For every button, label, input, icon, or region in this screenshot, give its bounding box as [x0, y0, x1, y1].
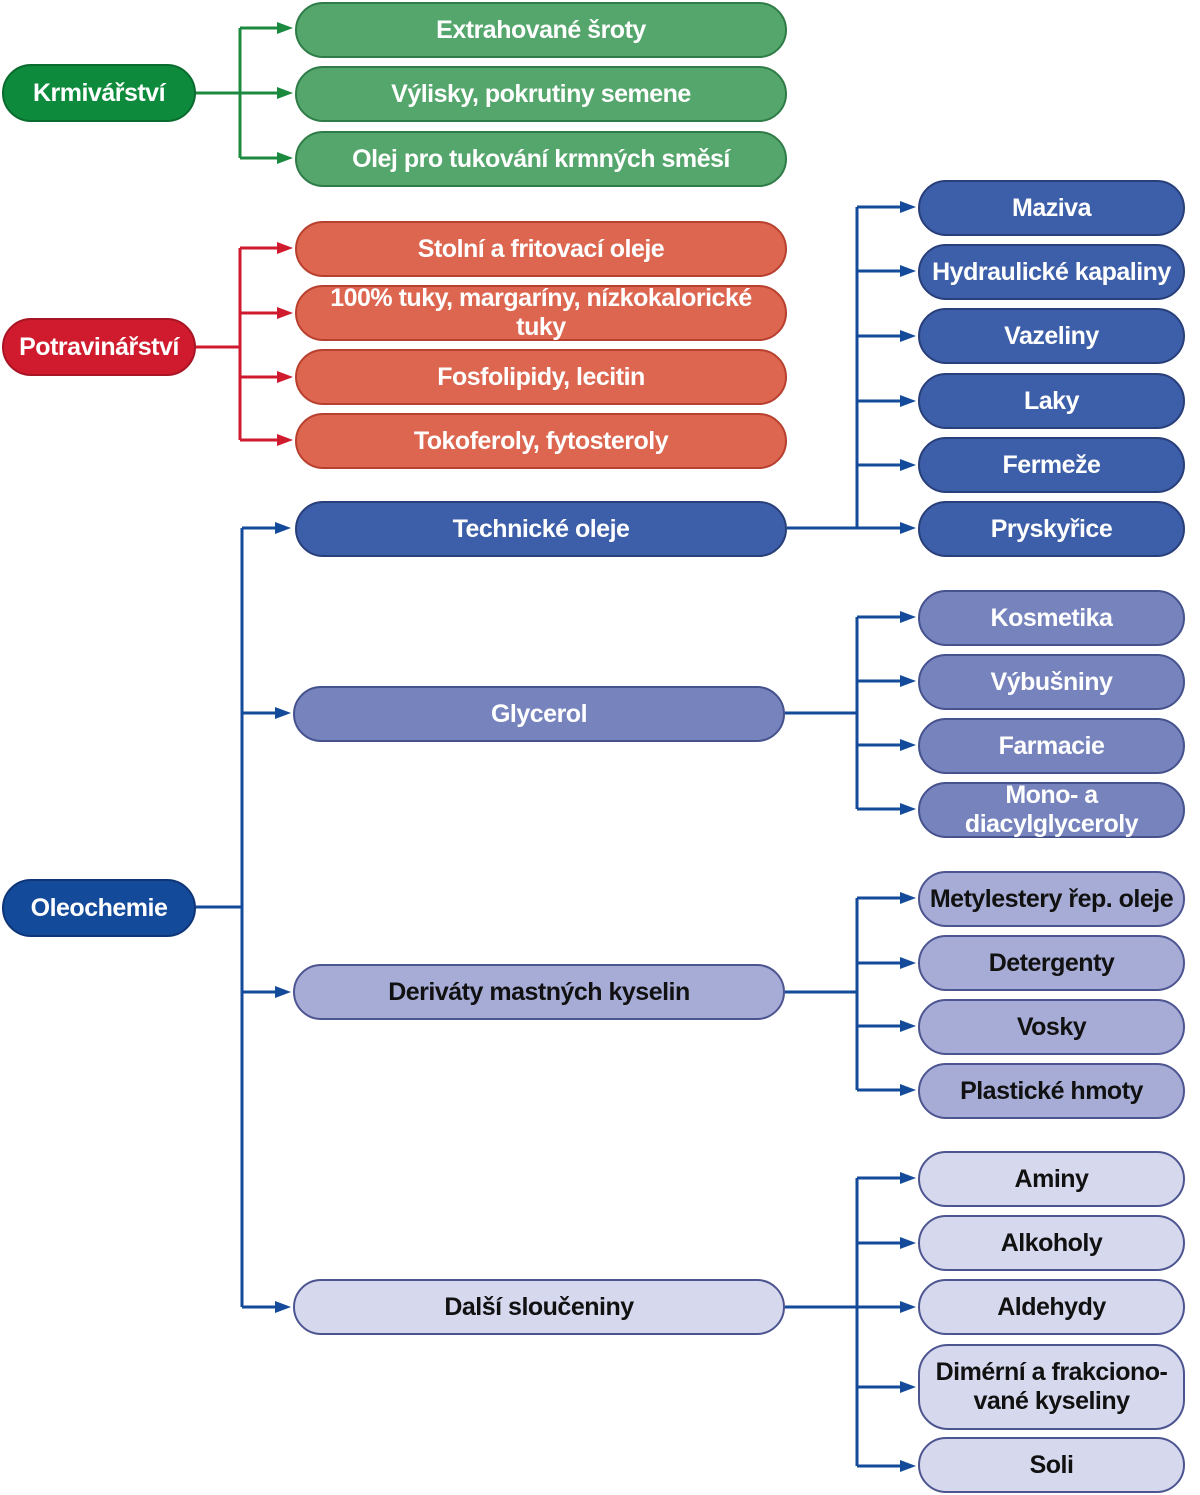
leaf-farmacie: Farmacie [918, 718, 1185, 774]
leaf-maziva: Maziva [918, 180, 1185, 236]
leaf-hydraulicke-kapaliny: Hydraulické kapaliny [918, 244, 1185, 300]
item-tokoferoly: Tokoferoly, fytosteroly [295, 413, 787, 469]
branch-glycerol: Glycerol [293, 686, 785, 742]
leaf-vybusniny: Výbušniny [918, 654, 1185, 710]
arrow-head-icon [275, 707, 291, 719]
arrow-head-icon [900, 395, 916, 407]
arrow-head-icon [900, 1460, 916, 1472]
arrow-head-icon [277, 22, 293, 34]
root-potravinarstvi: Potravinářství [2, 318, 196, 376]
leaf-plasticke-hmoty: Plastické hmoty [918, 1063, 1185, 1119]
leaf-kosmetika: Kosmetika [918, 590, 1185, 646]
arrow-head-icon [900, 459, 916, 471]
arrow-head-icon [277, 307, 293, 319]
item-fosfolipidy: Fosfolipidy, lecitin [295, 349, 787, 405]
branch-technicke-oleje: Technické oleje [295, 501, 787, 557]
item-vylisky-pokrutiny: Výlisky, pokrutiny semene [295, 66, 787, 122]
arrow-head-icon [277, 152, 293, 164]
leaf-detergenty: Detergenty [918, 935, 1185, 991]
arrow-head-icon [900, 611, 916, 623]
leaf-alkoholy: Alkoholy [918, 1215, 1185, 1271]
arrow-head-icon [900, 522, 916, 534]
leaf-aminy: Aminy [918, 1151, 1185, 1207]
arrow-head-icon [275, 1301, 291, 1313]
leaf-laky: Laky [918, 373, 1185, 429]
branch-dalsi-slouceniny: Další sloučeniny [293, 1279, 785, 1335]
arrow-head-icon [900, 1381, 916, 1393]
arrow-head-icon [277, 87, 293, 99]
arrow-head-icon [900, 330, 916, 342]
arrow-head-icon [900, 1301, 916, 1313]
arrow-head-icon [275, 522, 291, 534]
root-oleochemie: Oleochemie [2, 879, 196, 937]
leaf-mono-diacylglyceroly: Mono- a diacylglyceroly [918, 781, 1185, 838]
arrow-head-icon [900, 739, 916, 751]
arrow-head-icon [900, 201, 916, 213]
leaf-vosky: Vosky [918, 999, 1185, 1055]
arrow-head-icon [900, 1172, 916, 1184]
branch-derivaty-mastnych-kyselin: Deriváty mastných kyselin [293, 964, 785, 1020]
arrow-head-icon [277, 434, 293, 446]
arrow-head-icon [900, 803, 916, 815]
item-extrahovane-sroty: Extrahované šroty [295, 2, 787, 58]
item-stolni-oleje: Stolní a fritovací oleje [295, 221, 787, 277]
arrow-head-icon [900, 1084, 916, 1096]
leaf-vazeliny: Vazeliny [918, 308, 1185, 364]
leaf-soli: Soli [918, 1437, 1185, 1493]
arrow-head-icon [900, 675, 916, 687]
arrow-head-icon [900, 1020, 916, 1032]
item-olej-pro-tukovani: Olej pro tukování krmných směsí [295, 131, 787, 187]
leaf-pryskyrice: Pryskyřice [918, 501, 1185, 557]
root-krmivarstvi: Krmivářství [2, 64, 196, 122]
arrow-head-icon [900, 1237, 916, 1249]
leaf-fermeze: Fermeže [918, 437, 1185, 493]
arrow-head-icon [277, 371, 293, 383]
arrow-head-icon [900, 892, 916, 904]
arrow-head-icon [900, 265, 916, 277]
arrow-head-icon [275, 986, 291, 998]
leaf-dimerni-kyseliny: Dimérní a frakciono-vané kyseliny [918, 1344, 1185, 1430]
item-tuky-margariny: 100% tuky, margaríny, nízkokalorické tuk… [295, 284, 787, 341]
leaf-metylestery: Metylestery řep. oleje [918, 871, 1185, 927]
arrow-head-icon [900, 957, 916, 969]
leaf-aldehydy: Aldehydy [918, 1279, 1185, 1335]
arrow-head-icon [277, 242, 293, 254]
